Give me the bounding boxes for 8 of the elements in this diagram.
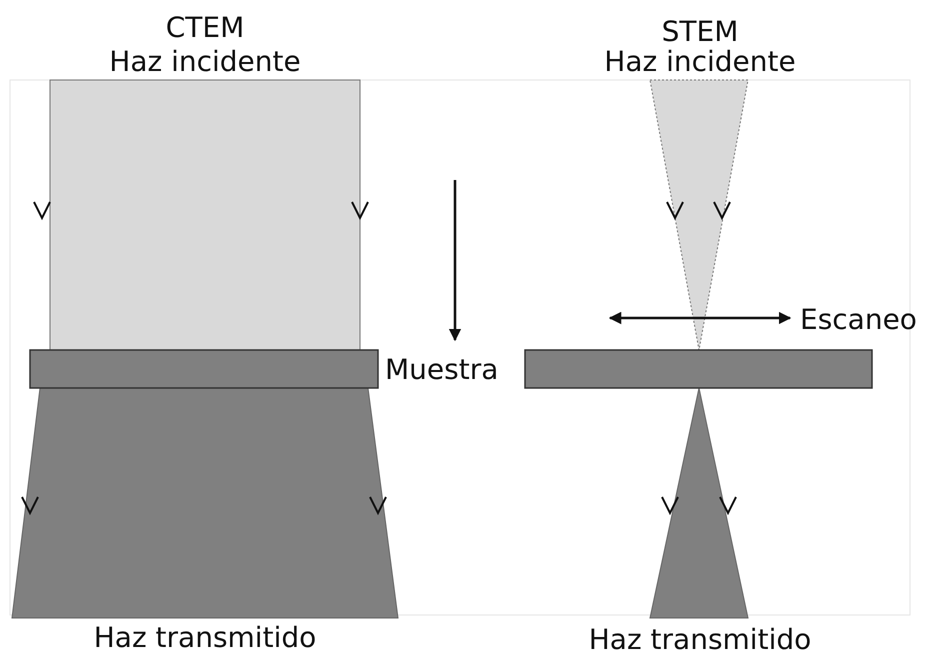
microscope-mode-label: STEM: [662, 18, 738, 46]
specimen-label: Muestra: [385, 356, 498, 384]
beam-label: Haz incidente: [109, 48, 301, 76]
microscope-mode-label: CTEM: [166, 14, 244, 42]
scan-label: Escaneo: [800, 306, 917, 334]
beam-label: Haz transmitido: [94, 624, 316, 652]
beam-label: Haz incidente: [604, 48, 796, 76]
beam-label: Haz transmitido: [588, 626, 812, 654]
